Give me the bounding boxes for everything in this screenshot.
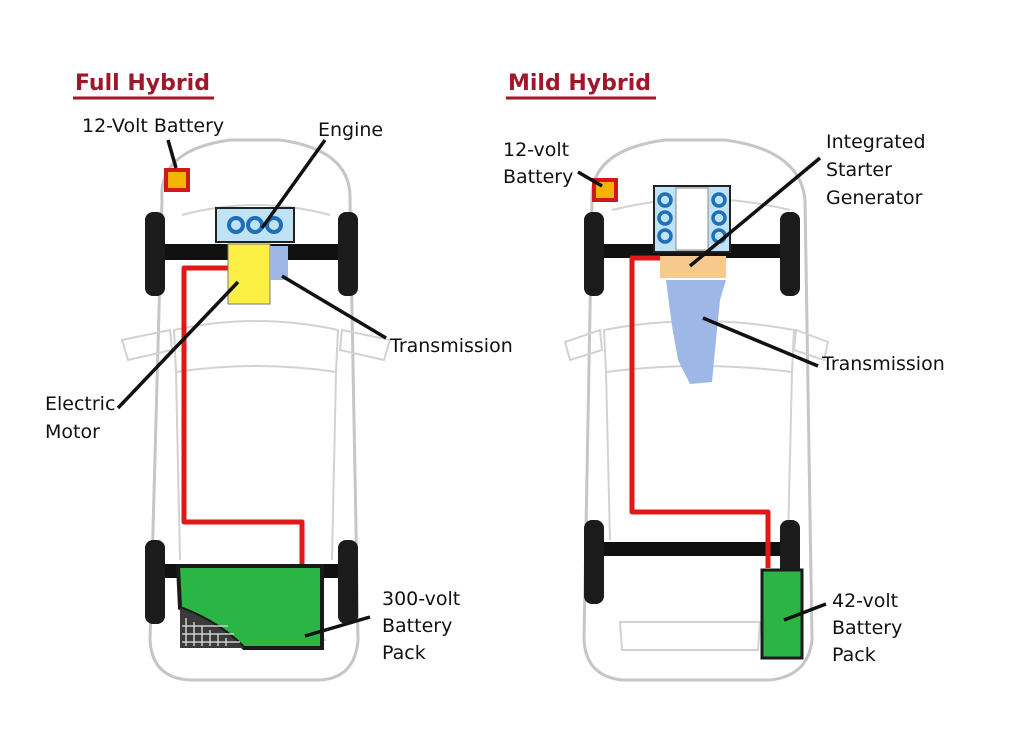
wheel-front-right [780, 212, 800, 296]
full-hybrid-leader-lines [116, 138, 387, 638]
engine-icon [215, 207, 295, 243]
full-hybrid-title: Full Hybrid [75, 71, 210, 96]
engine-icon [653, 185, 731, 253]
integrated-starter-generator-icon [660, 256, 726, 278]
label-42v-battery-pack: 42-volt Battery Pack [832, 590, 908, 666]
wheel-rear-left [584, 520, 604, 604]
label-transmission: Transmission [389, 335, 513, 357]
wheel-rear-left [145, 540, 165, 624]
label-300v-battery-pack: 300-volt Battery Pack [382, 588, 466, 664]
label-12v-battery: 12-Volt Battery [82, 115, 224, 137]
label-transmission: Transmission [821, 353, 945, 375]
wheel-front-left [584, 212, 604, 296]
mild-hybrid-transmission-icon [666, 280, 726, 384]
mild-hybrid-42v-cable [629, 255, 771, 568]
rear-axle [604, 542, 780, 556]
mild-hybrid-title: Mild Hybrid [508, 71, 651, 96]
wheel-front-left [145, 212, 165, 296]
full-hybrid-wheels [145, 212, 358, 624]
full-hybrid-transmission-icon [270, 246, 288, 280]
wheel-rear-right [338, 540, 358, 624]
label-12v-battery: 12-volt Battery [503, 139, 575, 188]
label-electric-motor: Electric Motor [45, 393, 121, 443]
full-hybrid-high-voltage-cable [181, 265, 305, 566]
full-hybrid-panel: Full Hybrid [45, 71, 513, 682]
wheel-front-right [338, 212, 358, 296]
mild-hybrid-panel: Mild Hybrid [503, 71, 945, 682]
mild-hybrid-leader-lines [577, 156, 827, 622]
full-hybrid-12v-battery [164, 168, 190, 192]
label-engine: Engine [318, 119, 383, 141]
full-hybrid-battery-pack-icon [175, 564, 324, 650]
label-integrated-starter-generator: Integrated Starter Generator [826, 131, 932, 209]
electric-motor-icon [227, 243, 271, 305]
